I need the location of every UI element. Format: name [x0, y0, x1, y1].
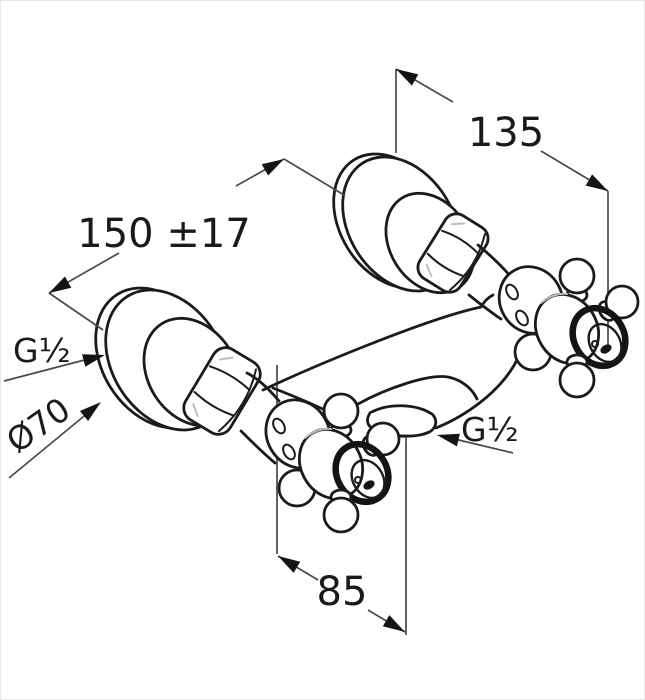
bridge-lower-right-edge	[434, 356, 520, 430]
callout-diameter	[8, 402, 101, 479]
bottom-cross-handle	[264, 392, 401, 534]
indicator-mark	[354, 476, 362, 484]
leader-line	[8, 411, 90, 479]
trim-ring-detail	[282, 443, 296, 461]
arrowhead	[261, 159, 284, 176]
arrowhead	[278, 556, 301, 573]
handle-ball	[322, 392, 360, 430]
outlet-rim-top	[368, 404, 435, 417]
valve-neck-edge	[245, 371, 281, 403]
arrowhead	[437, 433, 460, 447]
label-thread-size-bottom: G½	[461, 410, 519, 449]
arrowhead	[79, 402, 101, 421]
highlight-line	[304, 427, 332, 439]
handle-ring-inner	[587, 322, 623, 364]
arrowhead	[396, 69, 419, 86]
callout-thread-bottom	[437, 433, 514, 454]
handle-ring-band	[332, 440, 392, 506]
dimension-label-outlet-offset: 85	[317, 569, 368, 615]
arrowhead	[585, 174, 608, 191]
leader-line	[3, 356, 97, 382]
arrowhead	[82, 354, 105, 367]
highlight-line	[540, 292, 568, 304]
hex-nut-body	[182, 346, 262, 436]
dimension-85	[277, 555, 406, 633]
highlight-line	[218, 356, 234, 361]
right-cross-handle	[497, 257, 640, 399]
right-wall-flange	[332, 152, 513, 321]
indicator-mark	[591, 340, 599, 348]
handle-ball	[604, 284, 640, 320]
dimension-135	[395, 68, 609, 192]
dimension-label-connection-distance: 150 ±17	[77, 211, 250, 257]
leader-line	[283, 158, 345, 196]
arrowhead	[49, 276, 72, 293]
handle-ball	[322, 496, 360, 534]
hex-facet-line	[426, 252, 465, 278]
left-wall-flange	[94, 286, 281, 465]
trim-ring-detail	[272, 417, 286, 435]
hex-nut-body	[416, 212, 490, 294]
trim-ring-detail	[515, 309, 529, 327]
dimension-150	[48, 158, 345, 331]
highlight-line	[451, 222, 466, 226]
label-thread-size-left: G½	[13, 331, 71, 370]
indicator-dot	[600, 344, 612, 354]
label-escutcheon-diameter: Ø70	[1, 390, 77, 461]
hex-union-nut	[416, 212, 490, 294]
hex-facet-line	[209, 365, 251, 391]
bridge-step-edge	[479, 293, 495, 309]
handle-ring-band	[569, 304, 629, 370]
valve-neck-edge	[239, 429, 277, 465]
highlight-line	[192, 403, 199, 418]
handle-ring-inner	[350, 458, 386, 500]
valve-neck-edge	[467, 293, 503, 321]
bridge-top-edge	[261, 305, 483, 392]
highlight-line	[425, 263, 433, 278]
handle-ball	[558, 257, 596, 295]
leader-line	[48, 292, 104, 331]
trim-ring-detail	[505, 283, 519, 301]
valve-neck-edge	[476, 243, 513, 279]
dimension-label-width: 135	[468, 110, 544, 156]
indicator-dot	[363, 480, 375, 490]
arrowhead	[382, 615, 405, 632]
bridge-skirt-edge	[356, 375, 479, 406]
callout-thread-left	[3, 354, 105, 382]
hex-facet-line	[441, 229, 479, 255]
hex-nut-end-edge	[448, 233, 486, 291]
hex-facet-line	[193, 391, 235, 417]
handle-ball	[558, 361, 596, 399]
